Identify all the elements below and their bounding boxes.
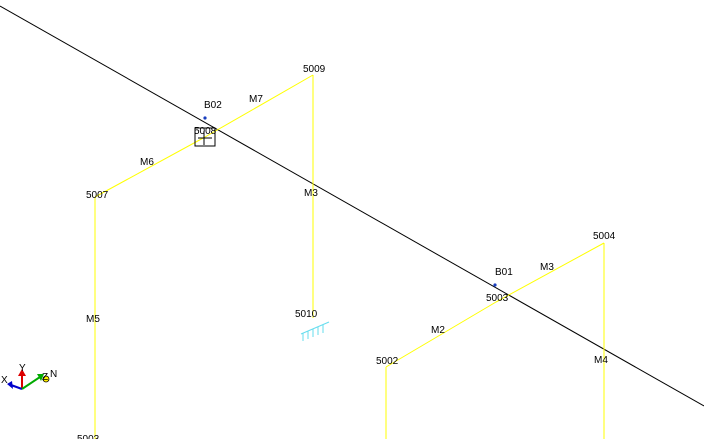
axis-z-label: Z bbox=[42, 372, 48, 383]
axis-y-label: Y bbox=[19, 363, 26, 374]
support-icon[interactable] bbox=[300, 321, 330, 341]
z-axis-icon bbox=[21, 376, 41, 390]
axis-triad: X Y Z N bbox=[1, 363, 57, 390]
x-axis-icon bbox=[10, 384, 23, 390]
member-m6[interactable] bbox=[94, 136, 206, 198]
member-label[interactable]: M3 bbox=[540, 262, 554, 273]
member-label[interactable]: M2 bbox=[431, 325, 445, 336]
node-label[interactable]: 5007 bbox=[86, 190, 109, 201]
left-frame bbox=[94, 74, 314, 439]
right-frame bbox=[385, 242, 605, 439]
member-m7[interactable] bbox=[204, 74, 314, 138]
intersection-label[interactable]: B02 bbox=[204, 100, 222, 111]
member-label[interactable]: M4 bbox=[594, 355, 608, 366]
member-label[interactable]: M7 bbox=[249, 94, 263, 105]
member-label[interactable]: M5 bbox=[86, 314, 100, 325]
section-cut-line[interactable] bbox=[0, 5, 704, 407]
member-label[interactable]: M6 bbox=[140, 157, 154, 168]
member-m3-sloped[interactable] bbox=[495, 242, 605, 303]
intersection-label[interactable]: B01 bbox=[495, 267, 513, 278]
y-axis-arrow-icon bbox=[18, 369, 26, 376]
axis-x-label: X bbox=[1, 375, 8, 386]
intersection-point-b02[interactable] bbox=[203, 116, 207, 120]
node-label[interactable]: 5002 bbox=[376, 356, 399, 367]
member-m2[interactable] bbox=[385, 301, 497, 368]
axis-n-label: N bbox=[50, 369, 57, 380]
intersection-point-b01[interactable] bbox=[493, 283, 497, 287]
node-label[interactable]: 5003 bbox=[486, 293, 509, 304]
member-label[interactable]: M3 bbox=[304, 188, 318, 199]
node-label[interactable]: 5009 bbox=[303, 64, 326, 75]
selection-marker-icon[interactable] bbox=[194, 127, 216, 147]
x-axis-arrow-icon bbox=[7, 381, 13, 389]
node-label[interactable]: 5008 bbox=[194, 126, 217, 137]
node-label[interactable]: 5010 bbox=[295, 309, 318, 320]
node-label[interactable]: 5003 bbox=[77, 434, 100, 439]
north-marker-icon bbox=[42, 375, 50, 383]
z-axis-arrow-icon bbox=[37, 374, 44, 381]
node-label[interactable]: 5004 bbox=[593, 231, 616, 242]
